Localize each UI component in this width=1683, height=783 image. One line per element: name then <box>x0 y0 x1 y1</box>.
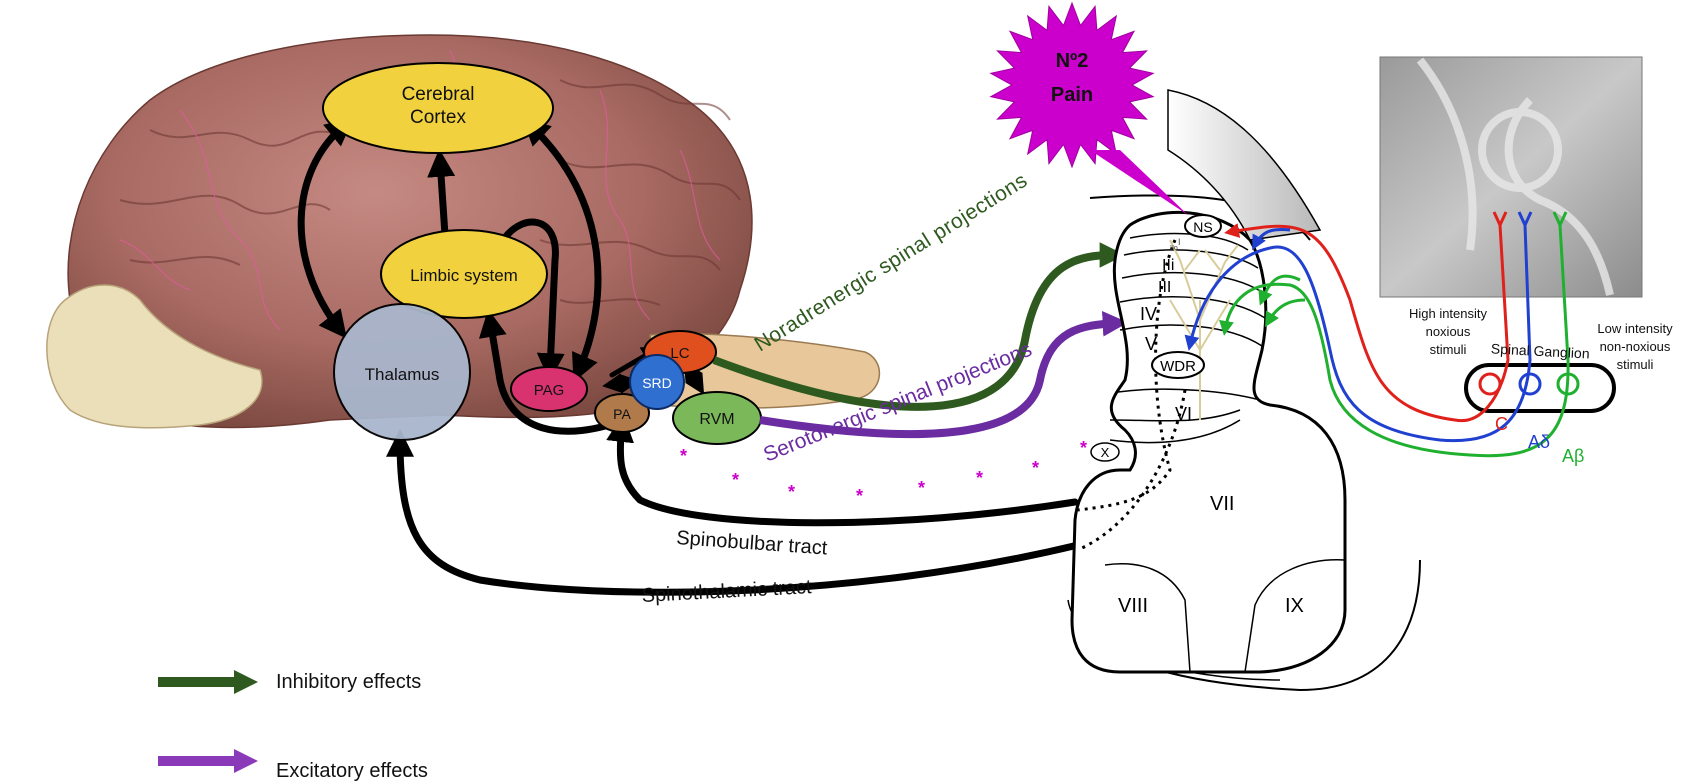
svg-text:*: * <box>1080 438 1087 458</box>
svg-text:*: * <box>1032 458 1039 478</box>
lamina-ns: NS <box>1185 215 1221 237</box>
lamina-v-label: V <box>1145 334 1157 354</box>
grey-matter-outline <box>1072 212 1345 672</box>
xray-image <box>1380 57 1642 297</box>
rvm-label: RVM <box>699 411 734 428</box>
excitatory-label: Excitatory effects <box>276 760 428 783</box>
pa-label: PA <box>613 406 631 422</box>
high-intensity-label: High intensity noxious stimuli <box>1409 306 1488 357</box>
low-intensity-label: Low intensity non-noxious stimuli <box>1597 321 1673 372</box>
node-srd: SRD <box>630 355 684 409</box>
lamina-viii-label: VIII <box>1118 595 1148 617</box>
node-thalamus: Thalamus <box>334 304 470 440</box>
lamina-ix-label: IX <box>1285 595 1304 617</box>
svg-text:*: * <box>856 486 863 506</box>
limbic-label: Limbic system <box>410 266 518 285</box>
fiber-ad-label: Aδ <box>1528 432 1550 452</box>
srd-label: SRD <box>642 375 672 391</box>
legend-excitatory: Excitatory effects <box>158 738 428 783</box>
svg-text:High intensity: High intensity <box>1409 306 1488 321</box>
spinobulbar-label: Spinobulbar tract <box>676 527 829 560</box>
fiber-ab-label: Aβ <box>1562 446 1584 466</box>
lamina-wdr: WDR <box>1152 352 1204 378</box>
pain-label: Pain <box>1051 84 1093 106</box>
inhibitory-arrow-icon <box>158 670 258 694</box>
svg-text:stimuli: stimuli <box>1617 357 1654 372</box>
spinal-ganglion-label: Spinal Ganglion <box>1490 340 1590 361</box>
thalamus-label: Thalamus <box>365 365 440 384</box>
spinal-cord-section: NS I IIo IIi III IV V WDR VI X VII VIII … <box>1068 90 1420 690</box>
svg-text:X: X <box>1101 445 1110 460</box>
pain-number-label: Nº2 <box>1056 50 1089 72</box>
svg-text:*: * <box>918 478 925 498</box>
pain-pointer <box>1090 150 1188 215</box>
svg-text:WDR: WDR <box>1160 358 1196 375</box>
spinothalamic-label: Spinothalamic tract <box>641 576 812 607</box>
lamina-iv-label: IV <box>1140 304 1157 324</box>
fiber-c-label: C <box>1495 414 1508 434</box>
svg-text:non-noxious: non-noxious <box>1600 339 1671 354</box>
lamina-x: X <box>1091 443 1119 461</box>
lamina-iio-label: IIo <box>1170 245 1178 252</box>
svg-text:NS: NS <box>1193 219 1212 235</box>
node-pag: PAG <box>511 367 587 411</box>
pag-label: PAG <box>534 382 565 399</box>
lamina-vi-label: VI <box>1175 404 1192 424</box>
svg-text:*: * <box>788 482 795 502</box>
svg-text:stimuli: stimuli <box>1430 342 1467 357</box>
svg-text:*: * <box>680 446 687 466</box>
noradrenergic-label: Noradrenergic spinal projections <box>750 169 1031 357</box>
lamina-ii-label: IIi <box>1162 257 1174 274</box>
svg-text:Low intensity: Low intensity <box>1597 321 1673 336</box>
excitatory-arrow-icon <box>158 749 258 773</box>
legend-inhibitory: Inhibitory effects <box>158 670 421 694</box>
node-rvm: RVM <box>673 392 761 444</box>
svg-text:noxious: noxious <box>1426 324 1471 339</box>
lamina-i-label: I <box>1178 237 1181 247</box>
inhibitory-label: Inhibitory effects <box>276 671 421 694</box>
svg-text:*: * <box>732 470 739 490</box>
lamina-vii-label: VII <box>1210 493 1234 515</box>
svg-text:*: * <box>976 468 983 488</box>
lamina-iii-label: III <box>1158 279 1171 296</box>
